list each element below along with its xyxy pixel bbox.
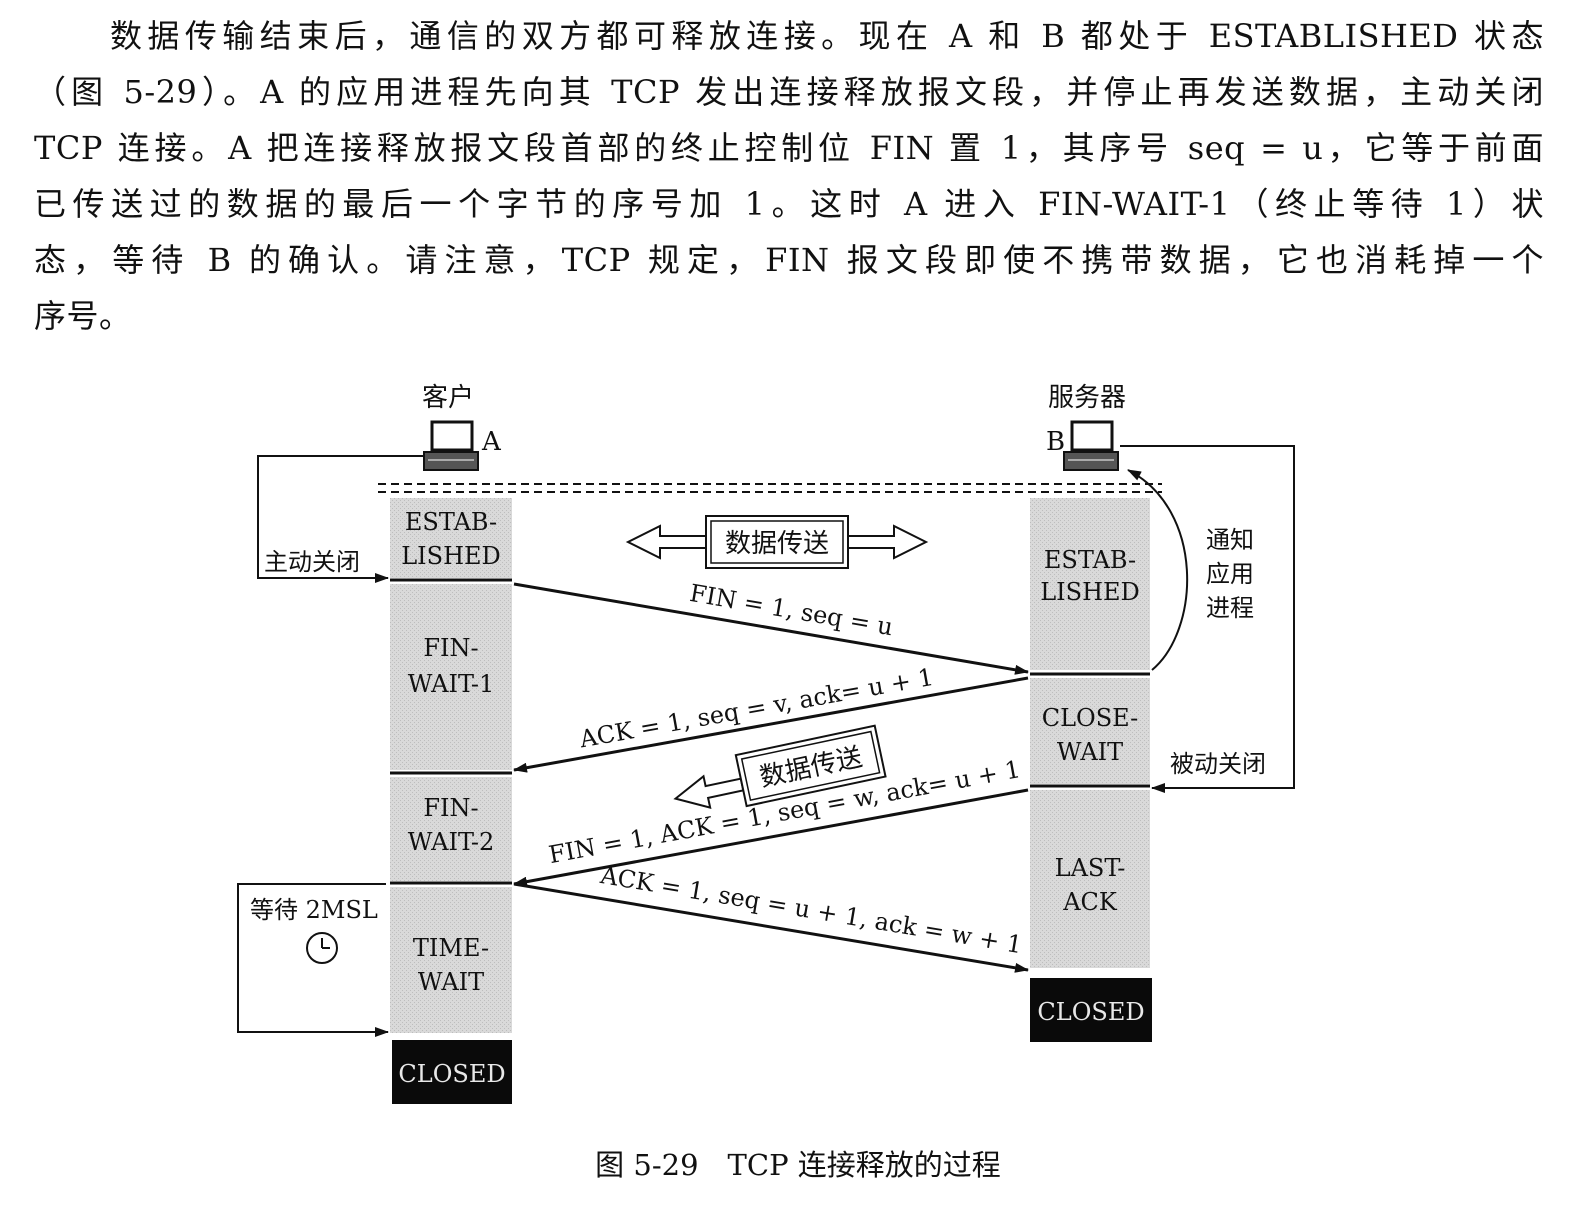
client-state-column: ESTAB- LISHED FIN- WAIT-1 FIN- WAIT-2 TI… xyxy=(390,498,512,1104)
client-state-established xyxy=(390,498,512,578)
paragraph-line: 态，等待 B 的确认。请注意，TCP 规定，FIN 报文段即使不携带数据，它也消… xyxy=(34,241,1544,279)
state-text: LAST- xyxy=(1055,854,1126,882)
notify-app-label: 进程 xyxy=(1206,594,1254,622)
client-letter: A xyxy=(481,427,502,457)
ack1-arrow xyxy=(513,676,1029,773)
client-state-fin-wait-2 xyxy=(390,777,512,881)
client-closed-badge xyxy=(392,1040,512,1104)
clock-icon xyxy=(306,932,338,964)
notify-app-label: 应用 xyxy=(1206,560,1254,588)
state-text: FIN- xyxy=(423,634,478,662)
paragraph-line: 序号。 xyxy=(34,297,132,335)
data-transfer-single-arrow: 数据传送 xyxy=(673,724,887,810)
state-text: WAIT xyxy=(418,968,484,996)
state-text: FIN- xyxy=(423,794,478,822)
state-text: ACK xyxy=(1062,888,1118,916)
active-close-label: 主动关闭 xyxy=(264,548,360,576)
state-text: WAIT-2 xyxy=(408,828,495,856)
state-text: WAIT xyxy=(1057,738,1123,766)
server-letter: B xyxy=(1046,427,1065,457)
server-closed-badge xyxy=(1030,978,1152,1042)
ack1-label: ACK = 1, seq = v, ack= u + 1 xyxy=(577,663,936,754)
tcp-release-diagram: 客户 服务器 A B ESTAB- LISHED FIN- WAIT-1 FIN… xyxy=(237,383,1295,1104)
state-text: LISHED xyxy=(1040,578,1140,606)
fin2-arrow xyxy=(513,788,1029,887)
paragraph-line: 数据传输结束后，通信的双方都可释放连接。现在 A 和 B 都处于 ESTABLI… xyxy=(110,17,1544,55)
active-close-arrow xyxy=(257,455,424,583)
notify-app-label: 通知 xyxy=(1206,526,1254,554)
paragraph-line: 已传送过的数据的最后一个字节的序号加 1。这时 A 进入 FIN-WAIT-1（… xyxy=(34,185,1544,223)
client-computer-icon xyxy=(423,420,479,471)
state-text: ESTAB- xyxy=(405,508,497,536)
state-text: CLOSE- xyxy=(1042,704,1139,732)
server-state-close-wait xyxy=(1030,678,1150,784)
fin1-arrow xyxy=(513,582,1029,675)
client-state-fin-wait-1 xyxy=(390,584,512,770)
data-transfer-double-arrow: 数据传送 xyxy=(625,515,929,569)
client-state-time-wait xyxy=(390,887,512,1033)
paragraph-line: （图 5-29）。A 的应用进程先向其 TCP 发出连接释放报文段，并停止再发送… xyxy=(34,73,1544,111)
state-text: ESTAB- xyxy=(1044,546,1136,574)
figure-caption: 图 5-29 TCP 连接释放的过程 xyxy=(595,1148,1001,1182)
passive-close-arrow xyxy=(1120,445,1295,793)
server-label: 服务器 xyxy=(1048,383,1126,413)
server-state-last-ack xyxy=(1030,790,1150,968)
server-state-established xyxy=(1030,498,1150,670)
closed-text: CLOSED xyxy=(398,1060,505,1088)
ack2-arrow xyxy=(513,882,1029,973)
server-state-column: ESTAB- LISHED CLOSE- WAIT LAST- ACK CLOS… xyxy=(1030,498,1152,1042)
wait-2msl-label: 等待 2MSL xyxy=(250,896,378,924)
data-transfer-label: 数据传送 xyxy=(725,529,829,559)
server-computer-icon xyxy=(1063,420,1119,471)
paragraph-line: TCP 连接。A 把连接释放报文段首部的终止控制位 FIN 置 1，其序号 se… xyxy=(34,129,1544,167)
wait-2msl-bracket xyxy=(237,883,389,1037)
notify-app-arrow xyxy=(1127,469,1189,671)
client-label: 客户 xyxy=(422,383,474,413)
passive-close-label: 被动关闭 xyxy=(1170,750,1266,778)
state-text: LISHED xyxy=(401,542,501,570)
closed-text: CLOSED xyxy=(1037,998,1144,1026)
state-text: WAIT-1 xyxy=(408,670,495,698)
body-paragraph: 数据传输结束后，通信的双方都可释放连接。现在 A 和 B 都处于 ESTABLI… xyxy=(34,8,1544,344)
state-text: TIME- xyxy=(413,934,489,962)
